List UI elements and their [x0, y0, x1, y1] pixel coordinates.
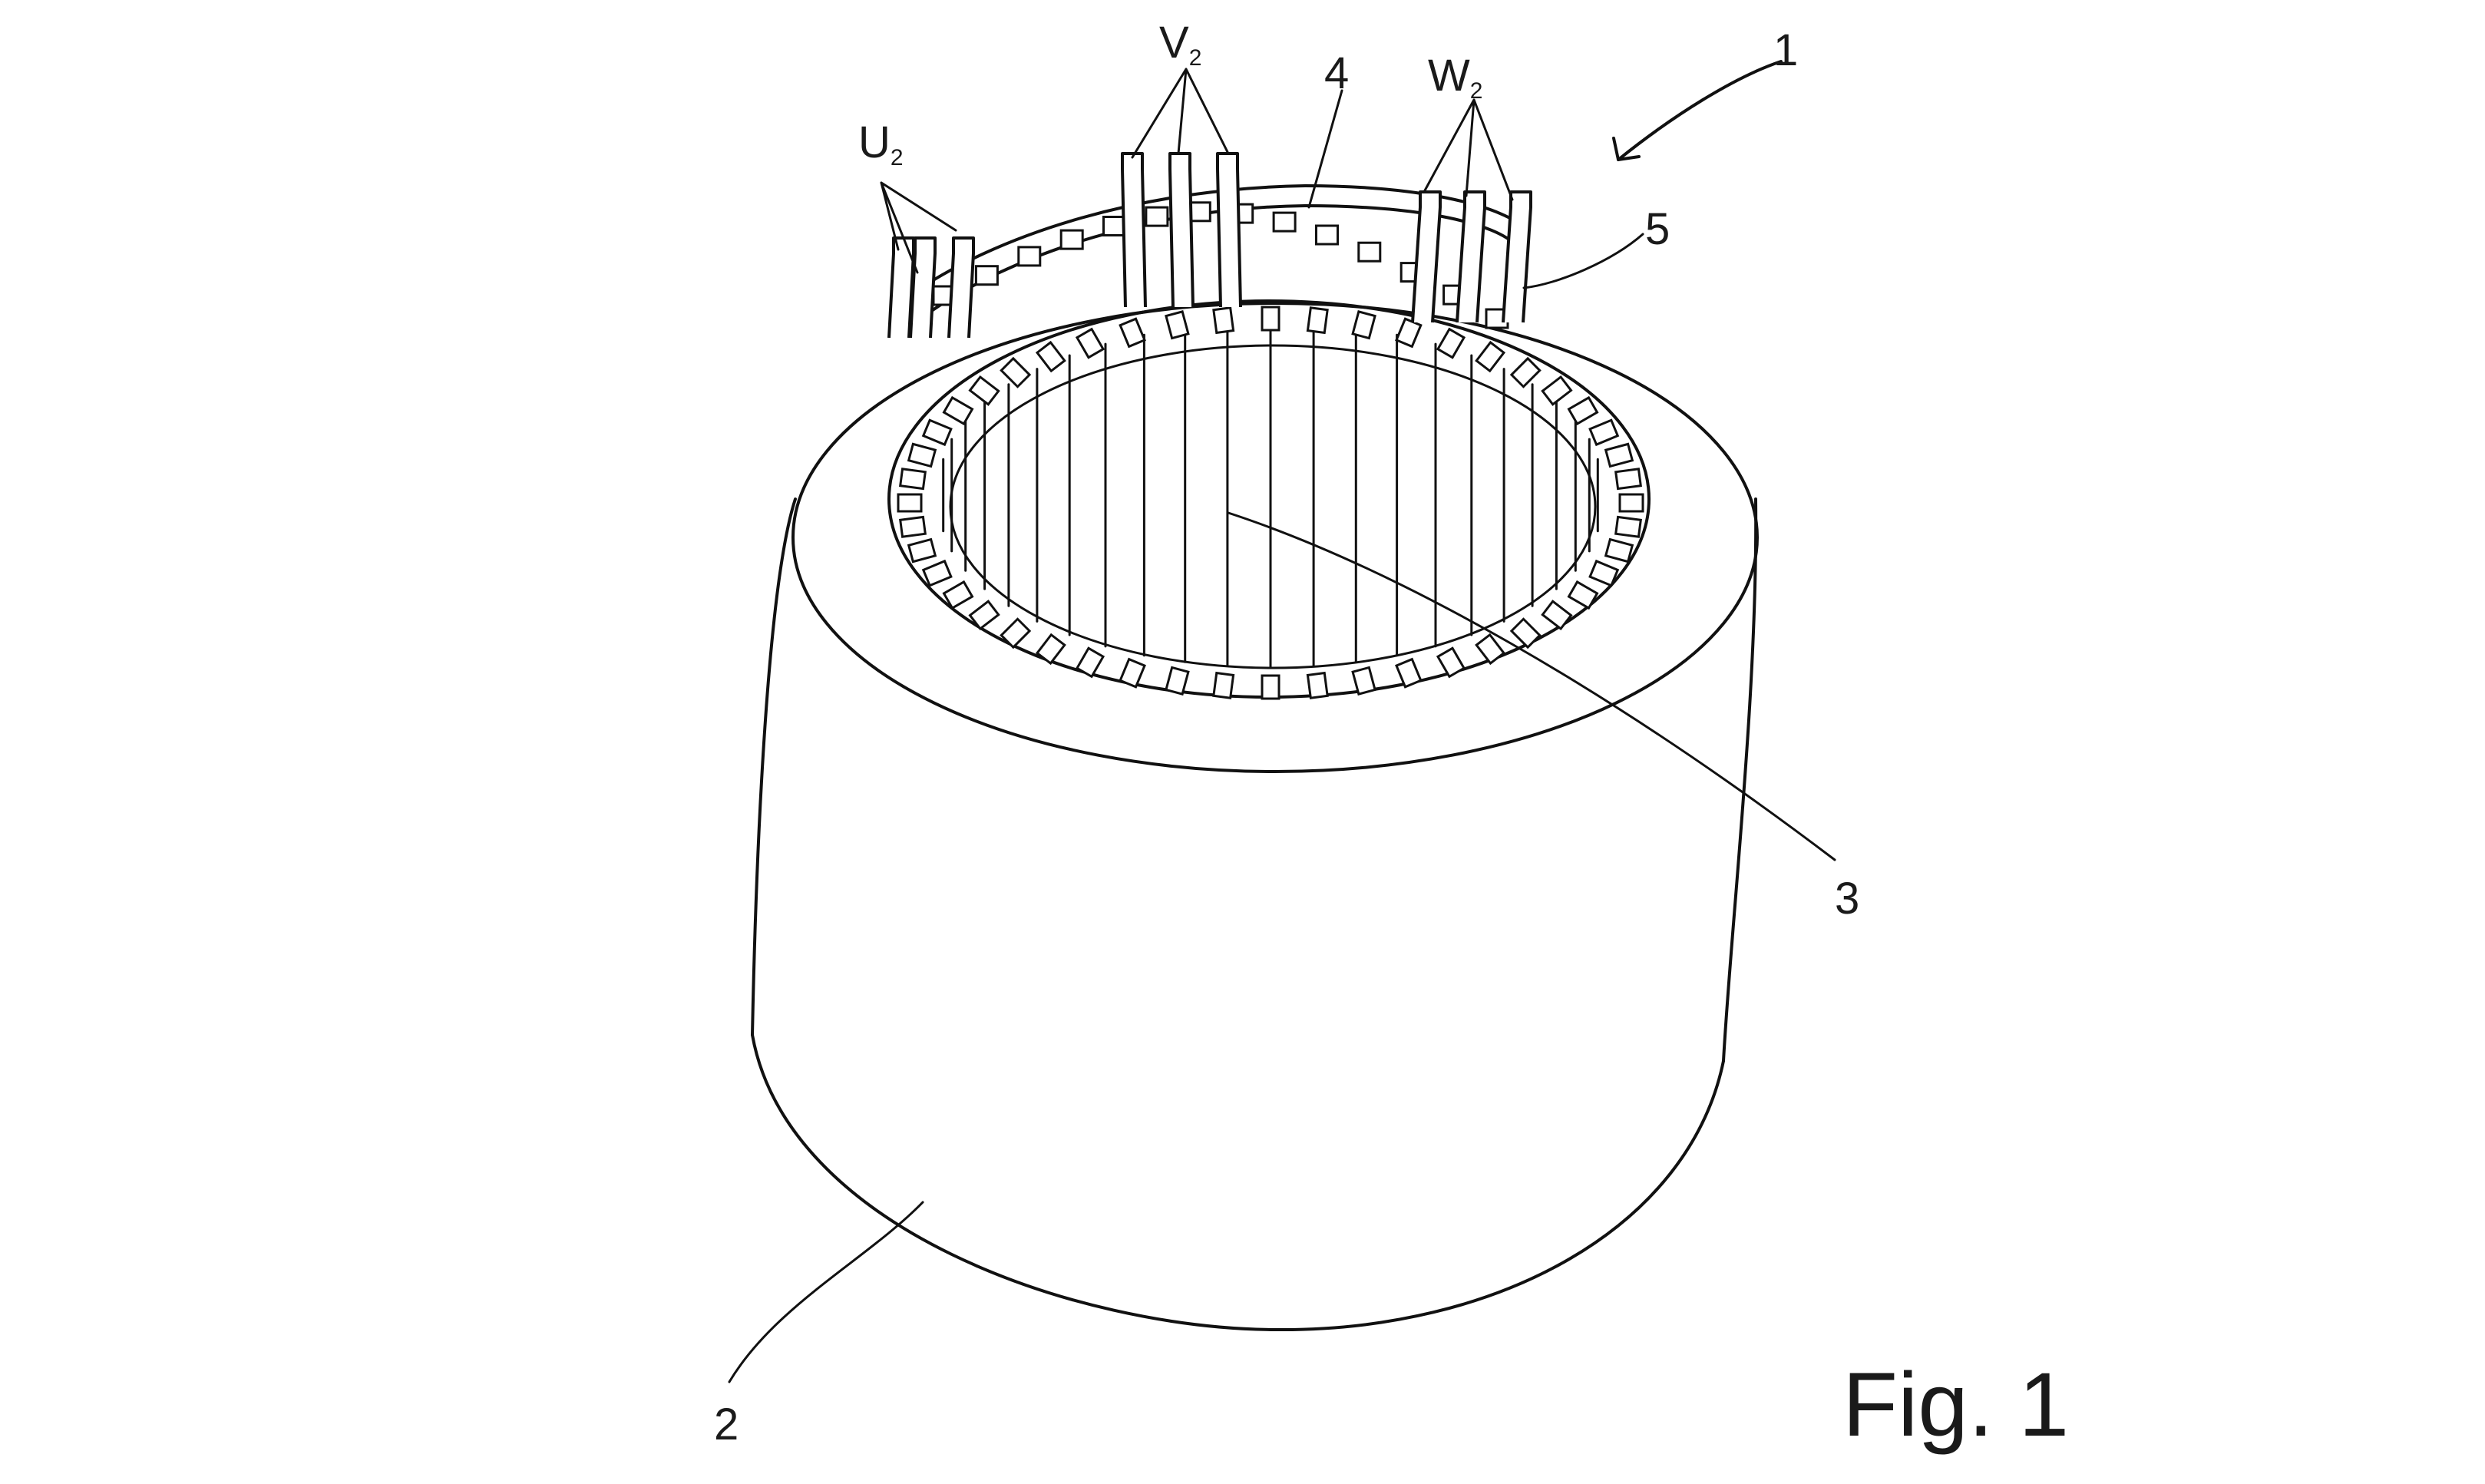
leader-1-arrow-icon [1612, 137, 1641, 161]
slot-tooth [1212, 671, 1235, 699]
housing-top-rim [791, 302, 1759, 773]
terminals-u2 [887, 236, 975, 339]
slot-tooth [1509, 356, 1542, 388]
slot-tooth [1351, 666, 1376, 696]
phase-terminal [1121, 152, 1147, 308]
slot-teeth [897, 306, 1644, 700]
slot-tooth [1618, 493, 1644, 513]
slot-tooth [921, 559, 953, 587]
leader-2 [728, 1201, 924, 1383]
slot-tooth [1509, 617, 1542, 649]
slot-tooth [899, 468, 927, 491]
slot-tooth [1604, 537, 1634, 564]
ring-cell [1357, 241, 1382, 263]
phase-terminal [1456, 190, 1486, 323]
slot-tooth [1436, 327, 1466, 359]
phase-terminal [1168, 152, 1195, 308]
ring-cell [1102, 216, 1126, 236]
ring-cell [1315, 224, 1339, 246]
ring-cell [1059, 229, 1084, 250]
stator-bore [887, 299, 1651, 700]
leader-lines [728, 60, 1836, 1383]
slot-tooth [921, 418, 953, 447]
slot-tooth [1261, 306, 1281, 332]
leader-1 [1617, 60, 1783, 161]
slot-tooth [1436, 646, 1466, 679]
leader-u2 [880, 181, 957, 274]
slot-tooth [1475, 340, 1506, 373]
bore-inner-edge [949, 344, 1597, 669]
slot-tooth [897, 493, 923, 513]
slot-tooth [1567, 580, 1599, 610]
figure-caption: Fig. 1 [1842, 1354, 2069, 1456]
ring-cell [1017, 246, 1042, 267]
phase-terminal [1216, 152, 1242, 308]
label-4: 4 [1324, 48, 1349, 98]
slot-tooth [1261, 674, 1281, 700]
leader-w2 [1423, 98, 1514, 201]
slot-tooth [1119, 317, 1146, 349]
slot-tooth [1165, 666, 1190, 696]
slot-tooth [1075, 646, 1105, 679]
label-3: 3 [1835, 874, 1859, 924]
slot-tooth [1000, 356, 1032, 388]
slot-tooth [1306, 671, 1329, 699]
slot-tooth [1604, 442, 1634, 468]
slot-tooth [942, 580, 974, 610]
slot-tooth [907, 442, 937, 468]
label-u2: U2 [858, 117, 904, 170]
slot-tooth [1306, 306, 1329, 335]
terminals-v2 [1121, 152, 1242, 308]
slot-tooth [1614, 515, 1642, 538]
terminals-w2 [1411, 190, 1532, 323]
slot-tooth [1588, 559, 1620, 587]
slot-tooth [1075, 327, 1105, 359]
leader-4 [1307, 89, 1343, 209]
label-2: 2 [714, 1400, 739, 1449]
slot-tooth [942, 395, 974, 426]
slot-tooth [1212, 306, 1235, 335]
ring-cell [1272, 211, 1297, 233]
slot-tooth [1035, 340, 1066, 373]
slot-tooth [899, 515, 927, 538]
slot-tooth [968, 375, 1000, 406]
label-w2: W2 [1428, 51, 1482, 104]
winding-slots [942, 322, 1599, 669]
slot-tooth [1165, 310, 1190, 340]
ring-cell [1145, 206, 1169, 227]
leader-v2 [1131, 68, 1230, 159]
stator-housing [751, 302, 1759, 1332]
phase-terminal [947, 236, 975, 339]
phase-terminals [887, 152, 1532, 339]
leader-5 [1522, 233, 1644, 289]
slot-tooth [1000, 617, 1032, 649]
slot-tooth [1588, 418, 1620, 447]
ring-cell [974, 265, 999, 286]
phase-terminal [1411, 190, 1442, 323]
slot-tooth [907, 537, 937, 564]
phase-terminal [909, 236, 937, 339]
slot-tooth [1351, 310, 1376, 340]
slot-tooth [1119, 657, 1146, 689]
slot-tooth [1567, 395, 1599, 426]
label-5: 5 [1645, 204, 1670, 254]
slot-tooth [1541, 375, 1573, 406]
slot-tooth [1541, 600, 1573, 631]
slot-tooth [1035, 633, 1066, 666]
slot-tooth [1395, 657, 1423, 689]
phase-terminal [1502, 190, 1532, 323]
label-v2: V2 [1159, 18, 1201, 71]
slot-tooth [1475, 633, 1506, 666]
label-1: 1 [1773, 25, 1798, 75]
slot-tooth [1614, 468, 1642, 491]
leader-3 [1227, 511, 1836, 861]
slot-tooth [968, 600, 1000, 631]
